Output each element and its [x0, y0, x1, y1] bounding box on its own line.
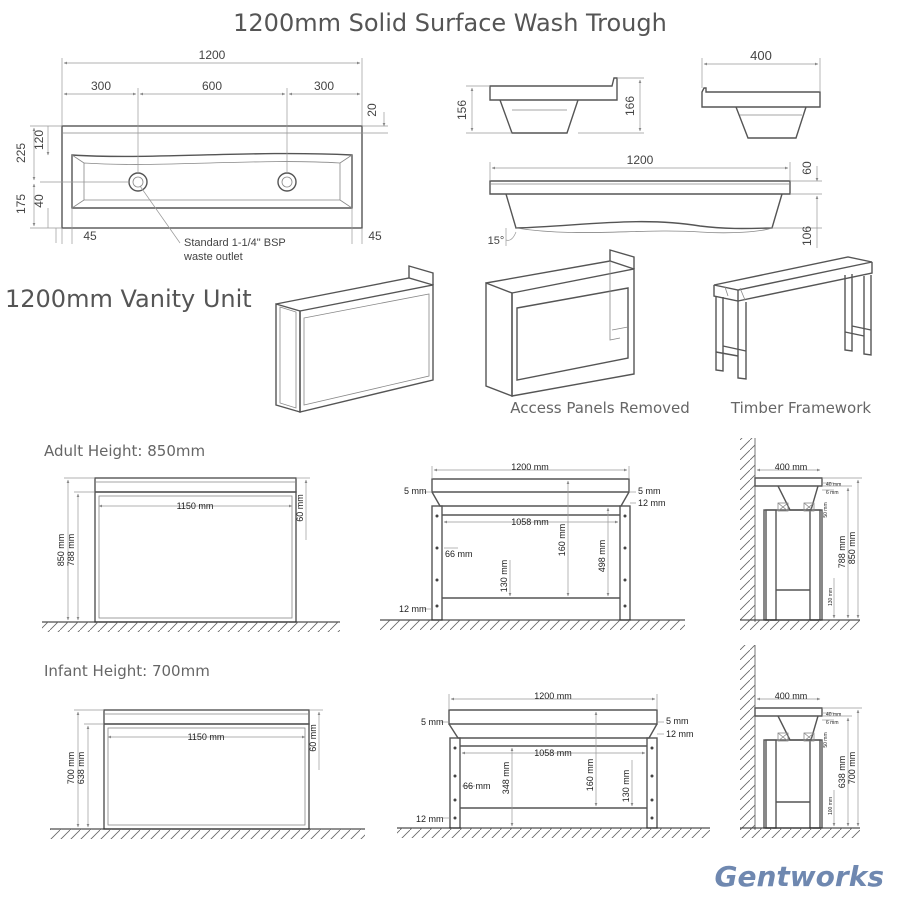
adult-frame-lip-right: 5 mm [638, 486, 661, 496]
adult-frame-low: 130 mm [499, 560, 509, 593]
infant-frame-width: 1200 mm [534, 691, 572, 701]
adult-frame-foot: 12 mm [399, 604, 427, 614]
infant-frame-low: 130 mm [621, 770, 631, 803]
vanity-iso-closed [275, 265, 434, 413]
infant-frame-clear: 348 mm [501, 762, 511, 795]
infant-side-low: 100 mm [828, 797, 834, 815]
dim-front-top: 60 [800, 161, 814, 175]
infant-front-total: 700 mm [66, 752, 76, 785]
infant-front-view: 1150 mm 60 mm 700 mm 638 mm [50, 709, 365, 839]
trough-plan-view: 1200 300 600 300 20 225 120 175 40 45 45 [14, 48, 388, 263]
adult-side-view: 400 mm 40 mm 6 mm 50 mm 788 mm 850 mm 13… [740, 438, 862, 630]
infant-heading: Infant Height: 700mm [44, 662, 210, 680]
infant-side-depth: 400 mm [775, 691, 808, 701]
adult-front-view: 1150 mm 60 mm 850 mm 788 mm [42, 477, 340, 632]
caption-timber-framework: Timber Framework [730, 399, 872, 417]
adult-frame-rail: 12 mm [638, 498, 666, 508]
trough-end-view: 400 [701, 48, 821, 139]
note-waste-line2: waste outlet [183, 251, 243, 263]
adult-side-b: 6 mm [826, 490, 839, 496]
trough-front-view: 1200 60 106 15° [488, 153, 822, 248]
trough-title: 1200mm Solid Surface Wash Trough [233, 9, 667, 37]
dim-plan-middle: 600 [202, 79, 222, 93]
dim-plan-depth-lower: 175 [14, 194, 28, 214]
dim-plan-outlet-back: 120 [32, 130, 46, 150]
adult-side-body: 788 mm [837, 536, 847, 569]
brand-logo: Gentworks [715, 860, 885, 893]
trough-side-view: 156 166 [455, 77, 644, 134]
infant-front-body: 638 mm [76, 752, 86, 785]
adult-front-total: 850 mm [56, 534, 66, 567]
dim-plan-end-right: 45 [368, 229, 382, 243]
adult-side-c: 50 mm [823, 502, 829, 517]
waste-outlet-right [277, 172, 297, 192]
infant-side-body: 638 mm [837, 756, 847, 789]
dim-plan-left: 300 [91, 79, 111, 93]
waste-outlet-left [128, 172, 148, 192]
infant-side-a: 40 mm [826, 712, 841, 718]
infant-side-total: 700 mm [847, 752, 857, 785]
dim-plan-depth-upper: 225 [14, 143, 28, 163]
adult-frame-width: 1200 mm [511, 462, 549, 472]
vanity-title: 1200mm Vanity Unit [5, 285, 252, 313]
dim-plan-right: 300 [314, 79, 334, 93]
dim-plan-overall: 1200 [199, 48, 226, 62]
dim-plan-back-lip: 20 [365, 103, 379, 117]
vanity-iso-panels-removed [485, 249, 635, 398]
adult-frame-lip-left: 5 mm [404, 486, 427, 496]
infant-front-width: 1150 mm [188, 732, 225, 742]
dim-plan-end-left: 45 [83, 229, 97, 243]
adult-front-width: 1150 mm [177, 501, 214, 511]
infant-frame-leg-gap: 66 mm [463, 781, 491, 791]
adult-frame-bowl: 160 mm [557, 524, 567, 557]
dim-front-angle: 15° [488, 235, 505, 247]
adult-side-a: 40 mm [826, 482, 841, 488]
infant-frame-lip-right: 5 mm [666, 716, 689, 726]
note-waste-line1: Standard 1-1/4" BSP [184, 237, 286, 249]
infant-side-c: 50 mm [823, 732, 829, 747]
adult-side-total: 850 mm [847, 532, 857, 565]
adult-frame-inner: 1058 mm [511, 517, 549, 527]
dim-side-left: 156 [455, 100, 469, 120]
caption-panels-removed: Access Panels Removed [510, 399, 690, 417]
vanity-iso-timber-framework [713, 256, 873, 380]
infant-frame-lip-left: 5 mm [421, 717, 444, 727]
infant-side-view: 400 mm 40 mm 6 mm 50 mm 638 mm 700 mm 10… [740, 645, 862, 838]
adult-front-top: 60 mm [295, 494, 305, 522]
infant-frame-foot: 12 mm [416, 814, 444, 824]
infant-side-b: 6 mm [826, 720, 839, 726]
dim-plan-outlet-front: 40 [32, 194, 46, 208]
infant-frame-inner: 1058 mm [534, 748, 572, 758]
infant-frame-rail: 12 mm [666, 729, 694, 739]
adult-side-low: 130 mm [828, 588, 834, 606]
dim-front-bottom: 106 [800, 226, 814, 246]
adult-frame-leg-gap: 66 mm [445, 549, 473, 559]
adult-front-body: 788 mm [66, 534, 76, 567]
dim-front-overall: 1200 [627, 153, 654, 167]
dim-side-right: 166 [623, 96, 637, 116]
adult-side-depth: 400 mm [775, 462, 808, 472]
adult-frame-clear: 498 mm [597, 540, 607, 573]
adult-heading: Adult Height: 850mm [44, 442, 205, 460]
adult-frame-view: 1200 mm 1058 mm 5 mm 5 mm 12 mm 160 mm 4… [380, 462, 685, 630]
infant-frame-bowl: 160 mm [585, 759, 595, 792]
dim-end-width: 400 [750, 48, 772, 63]
infant-frame-view: 1200 mm 1058 mm 5 mm 5 mm 12 mm 160 mm 3… [397, 691, 710, 838]
infant-front-top: 60 mm [308, 724, 318, 752]
